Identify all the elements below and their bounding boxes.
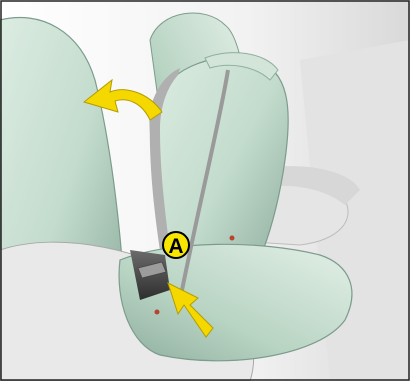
bolt-accent-1 <box>230 236 235 241</box>
callout-a-label: A <box>168 235 183 258</box>
callout-a: A <box>163 232 189 258</box>
bolt-accent-2 <box>155 310 160 315</box>
